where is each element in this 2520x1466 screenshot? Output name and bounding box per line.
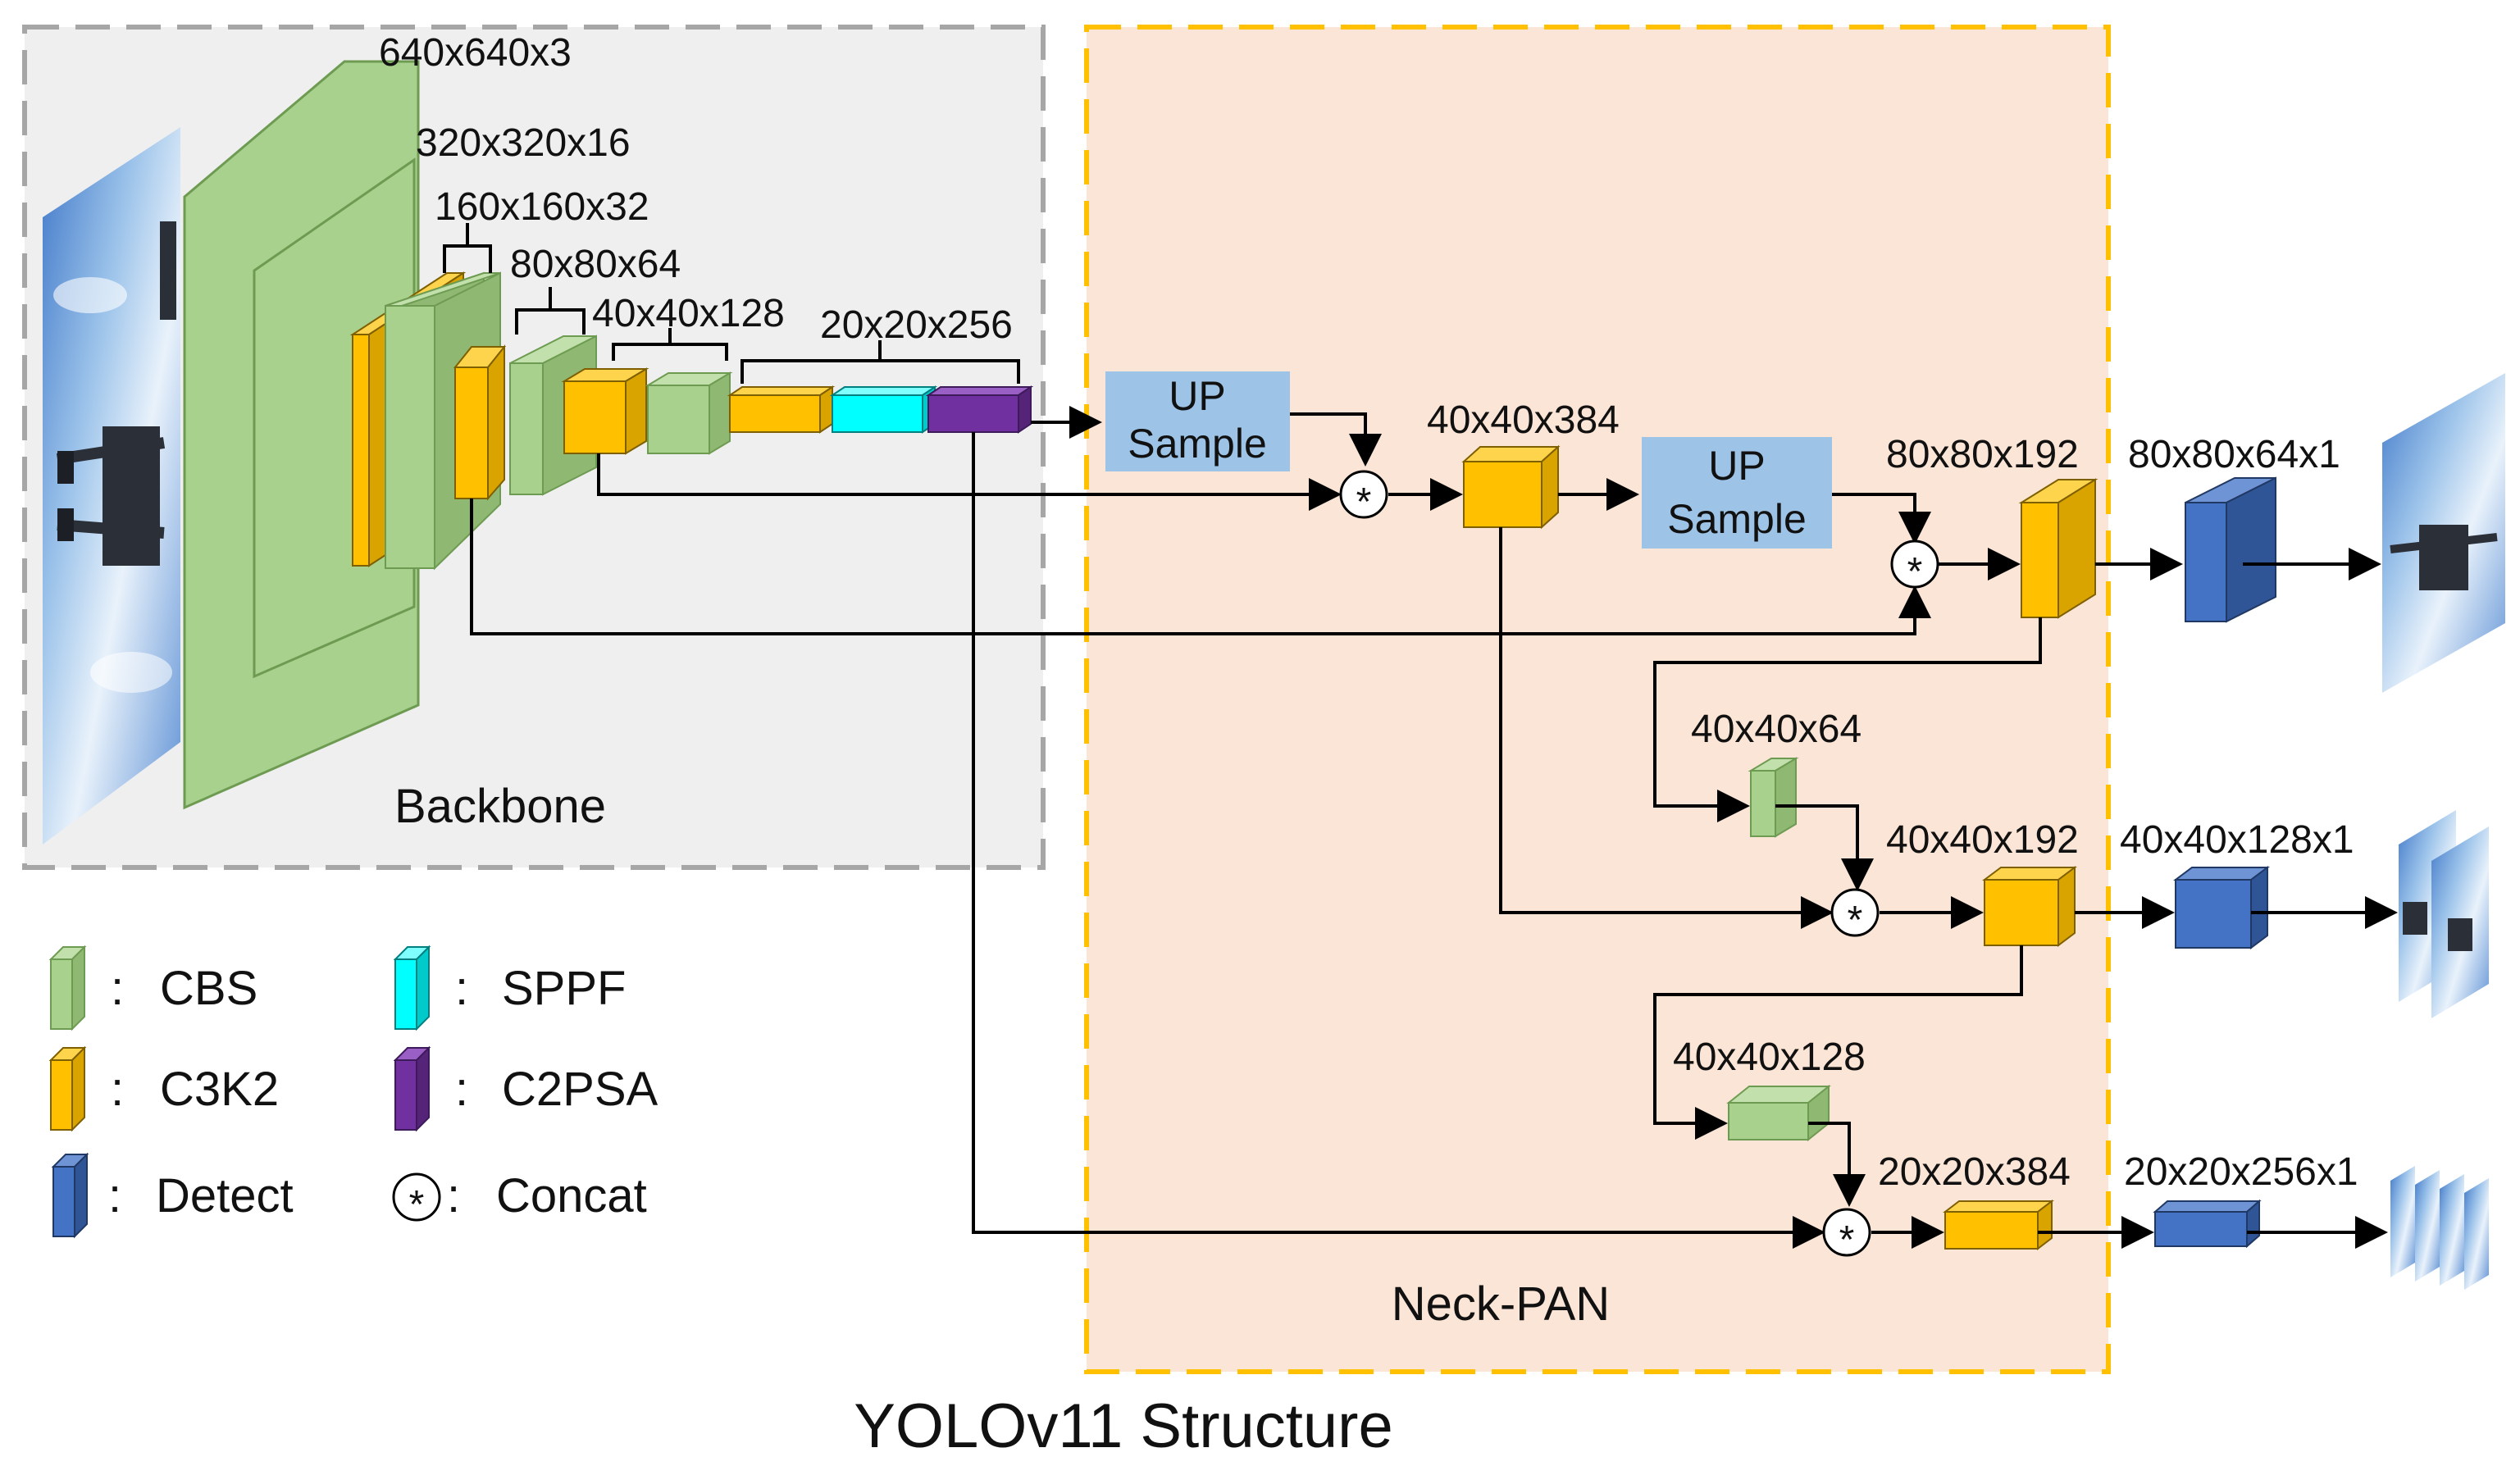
dim-detect-40: 40x40x128x1 <box>2120 818 2354 862</box>
detect-block-20 <box>2153 1199 2262 1249</box>
output-image-20 <box>2390 1166 2489 1290</box>
concat-node-3: * <box>1830 888 1880 942</box>
dim-neck-20x20x384: 20x20x384 <box>1878 1150 2071 1194</box>
svg-text:CBS: CBS <box>160 962 257 1015</box>
dim-20: 20x20x256 <box>820 303 1013 347</box>
legend-detect: : Detect <box>51 1152 294 1239</box>
c3k2-neck-40x40x192 <box>1982 866 2077 947</box>
legend-sppf: : SPPF <box>393 945 627 1031</box>
svg-text:UP: UP <box>1169 373 1225 419</box>
legend-concat: * : Concat <box>392 1169 647 1227</box>
legend-cbs: : CBS <box>48 945 257 1031</box>
cbs-neck-40x40x64 <box>1748 757 1799 838</box>
legend: : CBS : C3K2 : Detect : SPPF <box>48 945 658 1239</box>
svg-text:C2PSA: C2PSA <box>502 1063 658 1116</box>
output-image-40 <box>2399 810 2489 1018</box>
backbone-layers <box>183 60 1034 810</box>
dim-320: 320x320x16 <box>416 121 631 165</box>
cbs-block-40 <box>645 371 733 455</box>
dim-80: 80x80x64 <box>510 243 681 286</box>
detect-block-80 <box>2185 476 2276 623</box>
dim-160: 160x160x32 <box>435 185 649 229</box>
detect-block-40 <box>2173 866 2270 949</box>
cbs-neck-40x40x128 <box>1726 1084 1831 1142</box>
concat-node-2: * <box>1890 540 1939 594</box>
input-drone-image <box>43 127 180 845</box>
c3k2-neck-40x40x384 <box>1461 444 1561 530</box>
svg-text:Sample: Sample <box>1128 421 1267 467</box>
legend-c2psa: : C2PSA <box>393 1045 658 1132</box>
svg-text::: : <box>455 962 468 1015</box>
svg-text:*: * <box>1848 899 1863 942</box>
concat-node-4: * <box>1822 1208 1871 1262</box>
backbone-braces <box>443 223 1020 384</box>
dim-neck-40x40x192: 40x40x192 <box>1886 818 2079 862</box>
svg-text::: : <box>111 1063 124 1116</box>
dim-detect-80: 80x80x64x1 <box>2128 433 2340 476</box>
svg-text:*: * <box>1356 480 1372 524</box>
neck-pan-label: Neck-PAN <box>1392 1277 1610 1331</box>
svg-text::: : <box>455 1063 468 1116</box>
svg-text:*: * <box>1839 1218 1855 1262</box>
backbone-label: Backbone <box>394 780 606 833</box>
sppf-block-20 <box>829 385 938 434</box>
connections <box>470 406 2398 1249</box>
dim-detect-20: 20x20x256x1 <box>2124 1150 2358 1194</box>
svg-text::: : <box>111 962 124 1015</box>
dim-neck-80x80x192: 80x80x192 <box>1886 433 2079 476</box>
svg-text:Detect: Detect <box>156 1169 294 1222</box>
dim-neck-40x40x384: 40x40x384 <box>1427 398 1620 442</box>
svg-text:C3K2: C3K2 <box>160 1063 279 1116</box>
svg-text:*: * <box>409 1183 425 1227</box>
c2psa-block-20 <box>925 385 1034 434</box>
svg-text:Concat: Concat <box>496 1169 647 1222</box>
concat-node-1: * <box>1339 470 1388 524</box>
legend-c3k2: : C3K2 <box>48 1045 279 1132</box>
c3k2-block-20 <box>727 385 836 434</box>
output-image-80 <box>2382 373 2505 693</box>
c3k2-neck-80x80x192 <box>2018 478 2098 619</box>
svg-text:UP: UP <box>1708 443 1765 489</box>
svg-text::: : <box>108 1169 121 1222</box>
upsample-box-2: UP Sample <box>1642 437 1832 549</box>
upsample-box-1: UP Sample <box>1105 371 1290 471</box>
svg-text:*: * <box>1907 550 1923 594</box>
dim-neck-40x40x128: 40x40x128 <box>1673 1036 1866 1079</box>
svg-text:SPPF: SPPF <box>502 962 627 1015</box>
svg-text::: : <box>447 1169 460 1222</box>
dim-input: 640x640x3 <box>379 31 572 75</box>
diagram-title: YOLOv11 Structure <box>854 1391 1393 1461</box>
dim-40: 40x40x128 <box>592 292 785 335</box>
c3k2-block-40 <box>561 367 649 455</box>
c3k2-neck-20x20x384 <box>1943 1199 2054 1251</box>
dim-neck-40x40x64: 40x40x64 <box>1691 708 1862 751</box>
svg-text:Sample: Sample <box>1667 496 1807 542</box>
c3k2-block-80 <box>453 344 507 501</box>
neck-pan-region <box>1084 25 2111 1374</box>
